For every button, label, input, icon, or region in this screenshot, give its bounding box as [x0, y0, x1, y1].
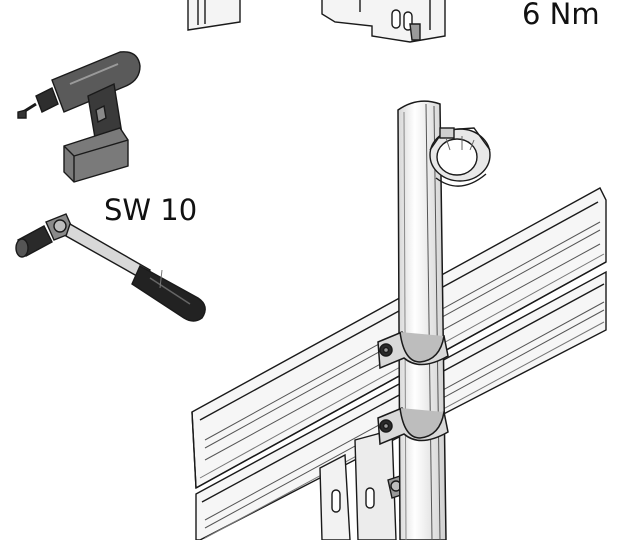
upper-u-clamp — [377, 331, 449, 370]
torque-value-label: 6 Nm — [522, 0, 600, 31]
upper-bracket-fragment — [187, 0, 446, 43]
cordless-drill-icon — [17, 51, 141, 183]
wrench-size-label: SW 10 — [104, 193, 198, 227]
torque-wrench-icon — [15, 213, 206, 322]
pipe-clamp — [429, 127, 491, 187]
lower-u-clamp — [377, 407, 449, 446]
